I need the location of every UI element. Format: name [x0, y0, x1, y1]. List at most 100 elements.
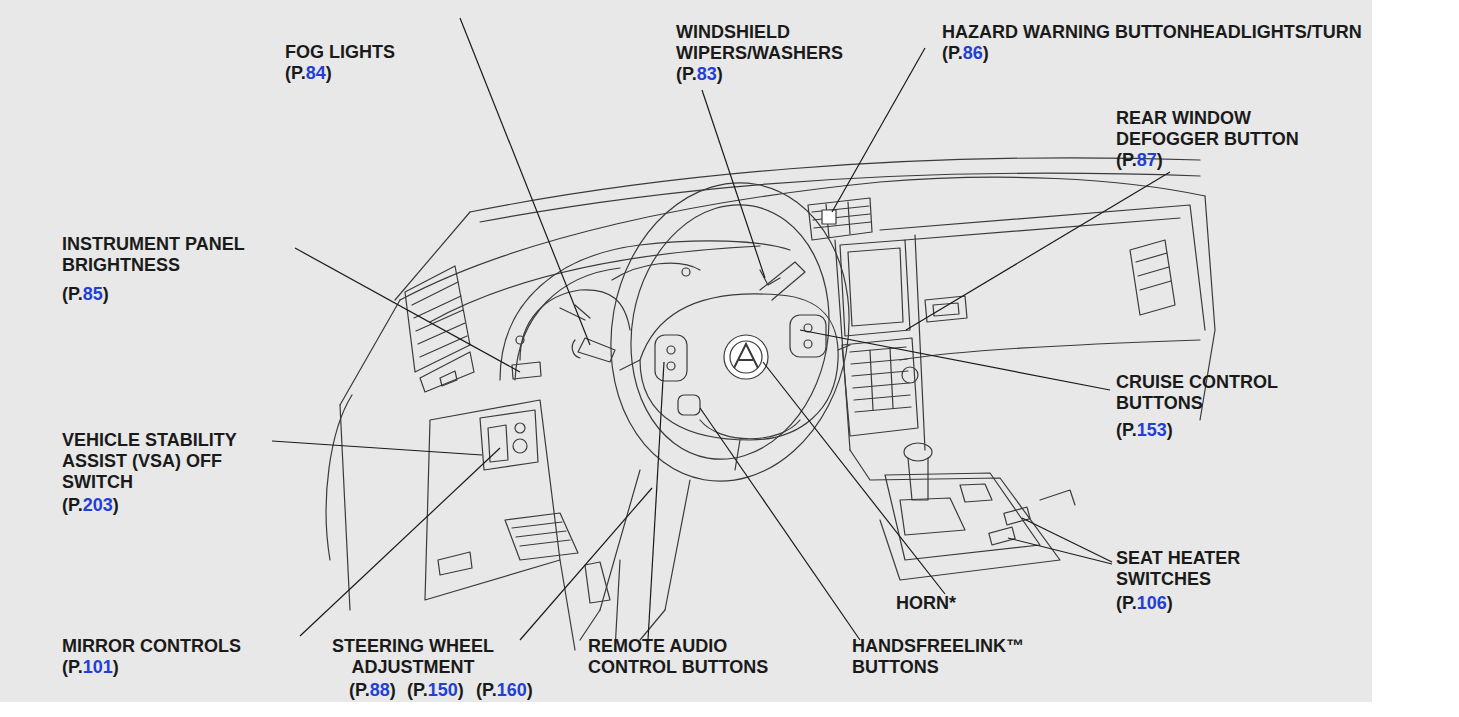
leader-lines-part: [295, 248, 520, 372]
page-reference: (P.84): [285, 63, 332, 84]
dashboard-outline-part: [1130, 240, 1175, 315]
page-reference: (P.86): [942, 43, 989, 64]
page-prefix: ): [717, 64, 723, 84]
page-number: 106: [1137, 593, 1167, 613]
dashboard-outline-part: [908, 458, 928, 500]
dashboard-outline-part: [480, 410, 538, 470]
dashboard-outline-part: [1040, 490, 1075, 505]
page-prefix: ): [983, 43, 989, 63]
page-prefix: (P.: [476, 680, 497, 700]
callout-label: REMOTE AUDIO CONTROL BUTTONS: [588, 636, 818, 678]
dashboard-outline-part: [405, 266, 470, 372]
page-prefix: ): [113, 657, 119, 677]
page-prefix: (P.: [1116, 593, 1137, 613]
leader-lines-part: [1008, 538, 1112, 564]
leader-lines-part: [700, 408, 860, 640]
callout-label: SEAT HEATER SWITCHES: [1116, 548, 1276, 590]
callout-label: MIRROR CONTROLS: [62, 636, 241, 657]
dashboard-outline-part: [925, 296, 967, 322]
dashboard-outline-part: [678, 395, 700, 415]
callout-label: HANDSFREELINK™ BUTTONS: [852, 636, 1052, 678]
page-prefix: ): [1167, 593, 1173, 613]
dashboard-outline-part: [905, 218, 1180, 240]
dashboard-outline-part: [960, 484, 992, 502]
acura-logo: [724, 335, 768, 379]
dashboard-outline-part: [600, 470, 690, 610]
page-reference: (P.203): [62, 495, 119, 516]
dashboard-outline-part: [790, 315, 826, 357]
acura-logo-part: [734, 344, 758, 368]
page-reference: (P.160): [476, 680, 533, 701]
page-prefix: ): [458, 680, 464, 700]
leader-lines-part: [702, 90, 765, 278]
dashboard-outline-part: [1136, 253, 1171, 290]
page-prefix: ): [1167, 420, 1173, 440]
page-reference: (P.150): [407, 680, 464, 701]
leader-lines-part: [272, 441, 482, 455]
leader-lines-part: [763, 362, 945, 594]
dashboard-outline-part: [933, 303, 959, 316]
dashboard-outline-part: [667, 346, 675, 354]
page-reference: (P.87): [1116, 150, 1163, 171]
page-prefix: ): [1157, 150, 1163, 170]
dashboard-outline-part: [515, 423, 525, 433]
dashboard-outline-part: [440, 371, 457, 386]
dashboard-outline-part: [516, 336, 524, 344]
page-prefix: (P.: [62, 657, 83, 677]
callout-label: WINDSHIELD WIPERS/WASHERS: [676, 22, 891, 64]
leader-lines-part: [800, 330, 1110, 390]
page-reference: (P.101): [62, 657, 119, 678]
dashboard-outline-part: [808, 198, 872, 240]
page-number: 88: [370, 680, 390, 700]
dashboard-outline-part: [326, 395, 352, 560]
page-number: 85: [83, 284, 103, 304]
page-reference: (P.85): [62, 284, 109, 305]
dashboard-outline-part: [340, 300, 400, 405]
page-number: 150: [428, 680, 458, 700]
dashboard-outline-part: [804, 340, 812, 348]
page-prefix: (P.: [676, 64, 697, 84]
dashboard-outline-part: [655, 335, 687, 381]
dashboard-outline-part: [900, 340, 1200, 360]
dashboard-outline-part: [500, 241, 790, 380]
dashboard-outline-part: [430, 246, 760, 322]
page-number: 160: [497, 680, 527, 700]
dashboard-outline-part: [812, 206, 871, 228]
dashboard-outline-part: [822, 210, 836, 224]
page-prefix: (P.: [285, 63, 306, 83]
leader-lines: [272, 18, 1170, 640]
dashboard-outline-part: [505, 513, 578, 560]
leader-lines-part: [460, 18, 590, 345]
dashboard-outline-part: [412, 282, 467, 357]
dashboard-outline-part: [902, 367, 918, 383]
leader-lines-part: [906, 172, 1170, 330]
page-reference: (P.106): [1116, 593, 1173, 614]
dashboard-outline-part: [513, 439, 527, 453]
dashboard-outline-part: [842, 338, 918, 436]
leader-lines-part: [832, 48, 925, 212]
page-prefix: ): [390, 680, 396, 700]
dashboard-outline-part: [340, 405, 350, 610]
dashboard-outline-part: [580, 610, 665, 640]
page-number: 101: [83, 657, 113, 677]
callout-label: CRUISE CONTROL BUTTONS: [1116, 372, 1326, 414]
dashboard-outline-part: [850, 450, 1060, 580]
dashboard-outline-part: [870, 348, 893, 410]
dashboard-outline-part: [835, 235, 925, 450]
page-prefix: ): [103, 284, 109, 304]
page-prefix: (P.: [407, 680, 428, 700]
page-prefix: (P.: [1116, 420, 1137, 440]
acura-logo-part: [724, 335, 768, 379]
dashboard-outline-part: [572, 340, 580, 358]
dashboard-outline-part: [880, 205, 1205, 330]
dashboard-outline-part: [420, 352, 474, 392]
dashboard-outline-part: [682, 268, 690, 276]
dashboard-outline-part: [840, 240, 910, 336]
leader-lines-part: [300, 448, 500, 636]
callout-label: HORN*: [896, 593, 956, 614]
dashboard-outline-part: [850, 347, 911, 412]
callout-label: VEHICLE STABILITY ASSIST (VSA) OFF SWITC…: [62, 430, 277, 493]
